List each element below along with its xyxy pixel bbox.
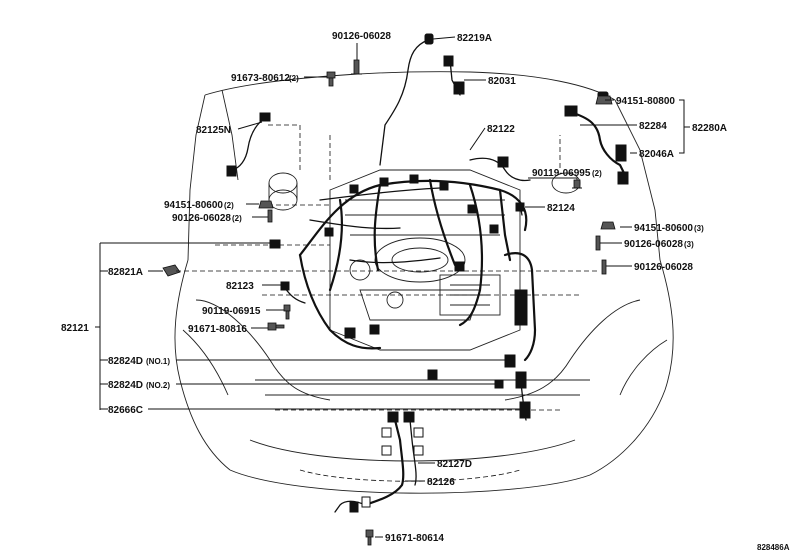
label-82280A: 82280A [692, 123, 727, 134]
wire-harness-main [298, 178, 528, 350]
label-82821A: 82821A [108, 267, 143, 278]
label-90126-06028-right2: 90126-06028 [634, 262, 693, 273]
fastener-icons [162, 59, 616, 546]
label-82127D: 82127D [437, 459, 472, 470]
diagram-id: 828486A [757, 543, 790, 552]
harness-82127D-82126 [334, 411, 424, 513]
bolt-icon [326, 71, 336, 87]
harness-82125N [226, 112, 271, 177]
label-qty: (2) [289, 74, 299, 83]
stud-bolt-icon [351, 59, 362, 75]
stud-bolt-icon [267, 209, 273, 223]
vehicle-body-outline [174, 71, 674, 494]
nut-icon [595, 95, 613, 105]
label-82122: 82122 [487, 124, 515, 135]
label-82125N: 82125N [196, 125, 231, 136]
harness-connectors [269, 174, 516, 389]
bolt-icon [283, 304, 291, 320]
label-82666C: 82666C [108, 405, 143, 416]
label-82123: 82123 [226, 281, 254, 292]
label-82031: 82031 [488, 76, 516, 87]
bolt-icon [267, 322, 285, 331]
label-94151-80800: 94151-80800 [616, 96, 675, 107]
label-91671-80816: 91671-80816 [188, 324, 247, 335]
harness-right-run [503, 252, 537, 421]
harness-82123 [280, 281, 306, 304]
label-82126: 82126 [427, 477, 455, 488]
label-90126-06028-top: 90126-06028 [332, 31, 391, 42]
stud-bolt-icon [601, 259, 607, 275]
harness-82219A [379, 33, 465, 166]
label-94151-80600-right: 94151-80600 [634, 223, 693, 234]
label-90119-06995: 90119-06995 [532, 168, 591, 179]
label-qty: (2) [224, 201, 234, 210]
label-82284: 82284 [639, 121, 667, 132]
label-90126-06028-right: 90126-06028 [624, 239, 683, 250]
harness-82122 [469, 156, 531, 216]
stud-bolt-icon [595, 235, 601, 251]
label-82121: 82121 [61, 323, 89, 334]
part-labels: 90126-06028 82219A 91673-80612 (2) 82031… [61, 31, 790, 552]
label-qty: (3) [684, 240, 694, 249]
nut-icon [258, 200, 274, 209]
leader-lines [95, 36, 690, 538]
label-no1: (NO.1) [146, 357, 170, 366]
label-82219A: 82219A [457, 33, 492, 44]
label-90119-06915: 90119-06915 [202, 306, 261, 317]
label-82824D-no2: 82824D [108, 380, 143, 391]
label-91673-80612: 91673-80612 [231, 73, 290, 84]
clamp-icon [162, 264, 181, 277]
label-82824D-no1: 82824D [108, 356, 143, 367]
label-qty: (2) [232, 214, 242, 223]
label-no2: (NO.2) [146, 381, 170, 390]
nut-icon [600, 221, 616, 230]
bolt-icon [365, 529, 374, 546]
label-94151-80600-left: 94151-80600 [164, 200, 223, 211]
label-qty: (2) [592, 169, 602, 178]
label-82046A: 82046A [639, 149, 674, 160]
label-qty: (3) [694, 224, 704, 233]
label-91671-80614: 91671-80614 [385, 533, 444, 544]
label-82124: 82124 [547, 203, 575, 214]
label-90126-06028-left: 90126-06028 [172, 213, 231, 224]
bolt-icon [572, 179, 582, 189]
